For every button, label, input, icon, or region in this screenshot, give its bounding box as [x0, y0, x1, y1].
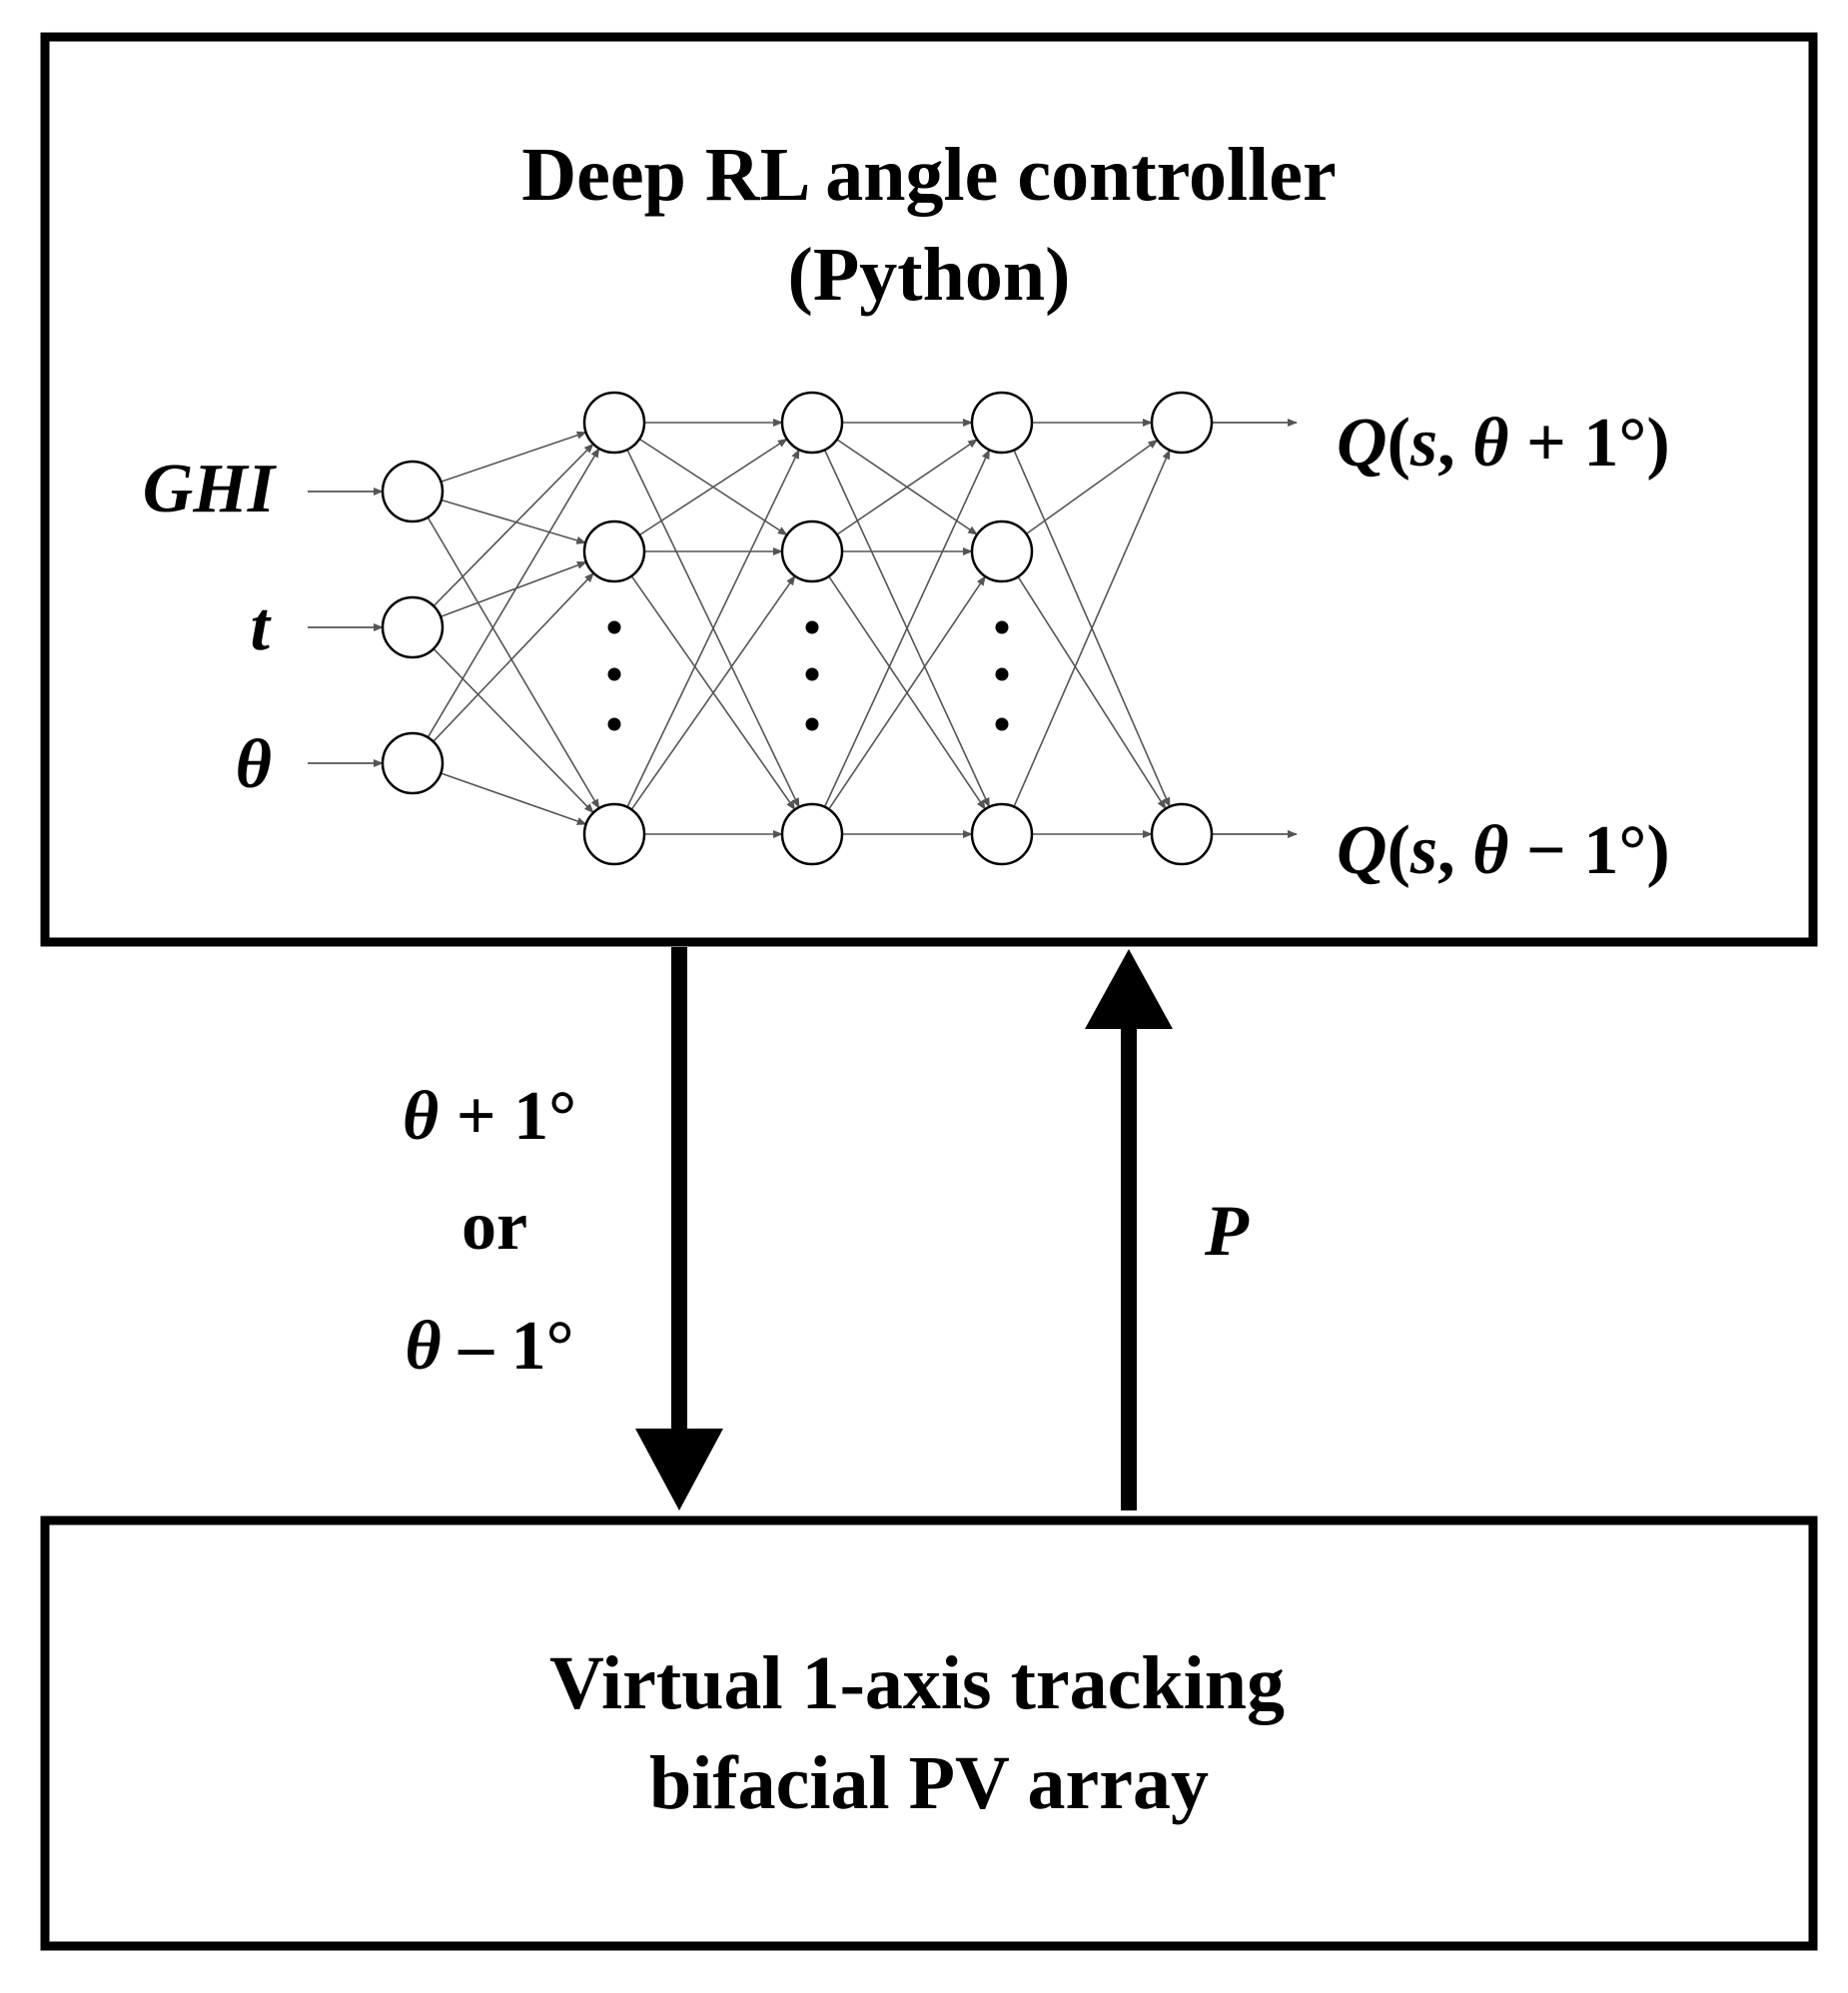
feedback-arrow-head — [1085, 949, 1173, 1029]
neuron-node — [381, 460, 445, 523]
output-label-q-plus: Q(s, θ + 1°) — [1337, 405, 1670, 482]
neuron-node — [582, 519, 646, 583]
neuron-node — [780, 391, 844, 455]
pv-array-title-line1: Virtual 1-axis tracking — [549, 1641, 1285, 1725]
action-arrow-head — [635, 1429, 723, 1510]
neural-network — [308, 391, 1298, 866]
connection-line — [1013, 449, 1171, 807]
ellipsis-dot — [607, 620, 621, 634]
controller-title-line2: (Python) — [788, 233, 1071, 317]
neuron-node — [381, 731, 445, 795]
feedback-label-p: P — [1204, 1191, 1250, 1271]
connection-line — [823, 449, 991, 808]
connection-line — [440, 560, 587, 618]
neuron-node — [970, 802, 1034, 866]
action-label-minus: θ – 1° — [405, 1308, 573, 1385]
connection-line — [836, 439, 979, 535]
pv-array-title-line2: bifacial PV array — [649, 1741, 1209, 1825]
connection-line — [441, 772, 587, 825]
ellipsis-dot — [805, 667, 819, 681]
connection-line — [1017, 575, 1167, 810]
neuron-node — [1150, 802, 1214, 866]
connection-line — [626, 449, 800, 808]
connection-line — [1025, 439, 1159, 535]
neuron-node — [780, 802, 844, 866]
neuron-node — [970, 391, 1034, 455]
output-label-q-minus: Q(s, θ − 1°) — [1337, 812, 1670, 889]
connection-line — [638, 438, 788, 536]
connection-line — [828, 575, 986, 810]
neuron-node — [780, 519, 844, 583]
controller-box — [40, 32, 1818, 947]
ellipsis-dot — [607, 667, 621, 681]
input-label-theta: θ — [236, 726, 272, 803]
neuron-node — [381, 595, 445, 659]
connection-line — [433, 571, 594, 742]
neuron-node — [1150, 391, 1214, 455]
connection-line — [427, 516, 600, 810]
ellipsis-dot — [995, 620, 1009, 634]
ellipsis-dot — [995, 667, 1009, 681]
ellipsis-dot — [995, 717, 1009, 731]
connection-line — [427, 447, 600, 738]
ellipsis-dot — [805, 717, 819, 731]
ellipsis-dot — [607, 717, 621, 731]
connection-line — [433, 443, 594, 607]
input-label-t: t — [251, 588, 273, 665]
action-label-or: or — [462, 1188, 527, 1265]
neuron-node — [582, 802, 646, 866]
pv-array-box — [40, 1515, 1818, 1951]
ellipsis-dot — [805, 620, 819, 634]
connection-line — [433, 647, 594, 814]
action-label-plus: θ + 1° — [403, 1078, 576, 1155]
controller-title-line1: Deep RL angle controller — [521, 133, 1336, 217]
connection-line — [441, 498, 587, 544]
connection-line — [441, 431, 587, 484]
connection-line — [630, 574, 796, 810]
input-label-ghi: GHI — [143, 451, 278, 527]
neuron-node — [970, 519, 1034, 583]
neuron-node — [582, 391, 646, 455]
